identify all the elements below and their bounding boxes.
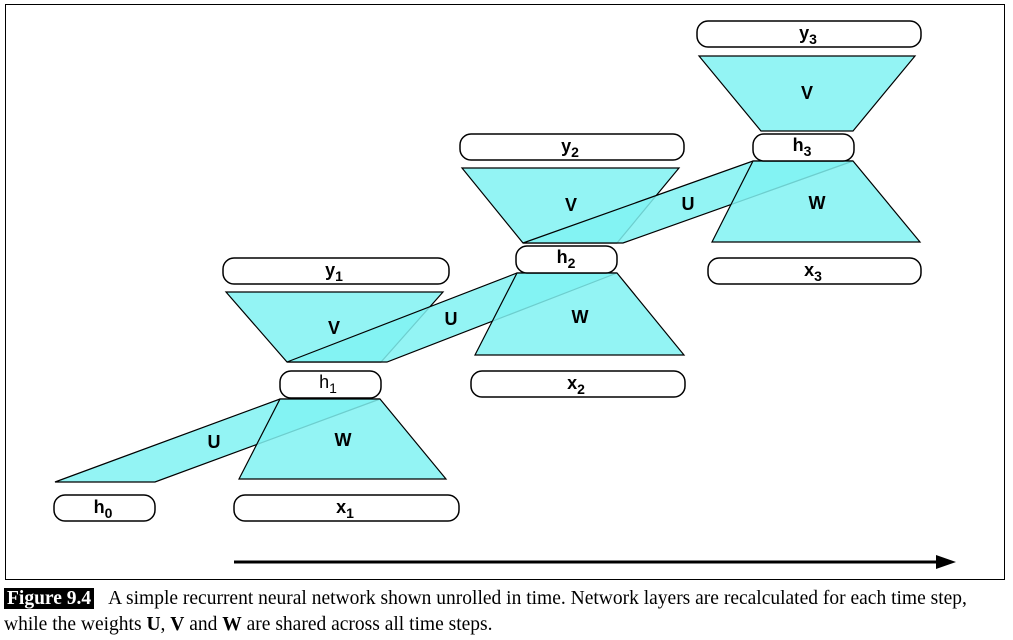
svg-text:y1: y1 [325,260,343,284]
node-h3: h3 [752,133,855,162]
svg-text:x2: x2 [567,373,585,397]
caption-weight-u: U [146,614,161,635]
node-y3: y3 [696,20,922,48]
svg-text:h1: h1 [319,372,337,396]
weight-w-3 [711,160,922,243]
node-y2: y2 [459,133,685,161]
caption-text-1: A simple recurrent neural network shown … [4,588,967,635]
weight-v-2-label: V [565,195,577,215]
caption-weight-v: V [170,614,185,635]
node-x3: x3 [707,257,922,285]
svg-text:h3: h3 [793,135,812,159]
weight-u-2-label: U [445,309,458,329]
weight-v-1-label: V [328,318,340,338]
caption-sep-1: , [160,614,171,635]
figure-label: Figure 9.4 [4,588,95,609]
node-h2: h2 [515,245,618,274]
rnn-unrolled-diagram: U W V U W V U W V h0 x1 h1 y1 x2 h2 [53,20,956,569]
svg-text:x3: x3 [804,260,822,284]
svg-text:y3: y3 [799,23,817,47]
node-h1: h1 [279,370,382,399]
caption-weight-w: W [222,614,242,635]
node-y1: y1 [222,257,450,285]
weight-u-3-label: U [682,194,695,214]
weight-v-3-label: V [801,83,813,103]
svg-text:h2: h2 [557,247,576,271]
node-h0: h0 [53,494,156,522]
weight-v-3 [697,55,917,132]
weight-w-3-label: W [809,193,826,213]
node-x2: x2 [470,370,686,398]
caption-sep-2: and [184,614,223,635]
weight-w-1-label: W [335,430,352,450]
caption-text-2: are shared across all time steps. [241,614,493,635]
time-arrow [234,555,956,569]
weight-u-1-label: U [208,432,221,452]
svg-text:x1: x1 [336,497,354,521]
svg-text:h0: h0 [94,497,113,521]
node-x1: x1 [233,494,460,522]
weight-w-1 [238,398,448,480]
weight-w-2-label: W [572,307,589,327]
svg-text:y2: y2 [561,136,579,160]
weight-w-2 [474,272,686,356]
